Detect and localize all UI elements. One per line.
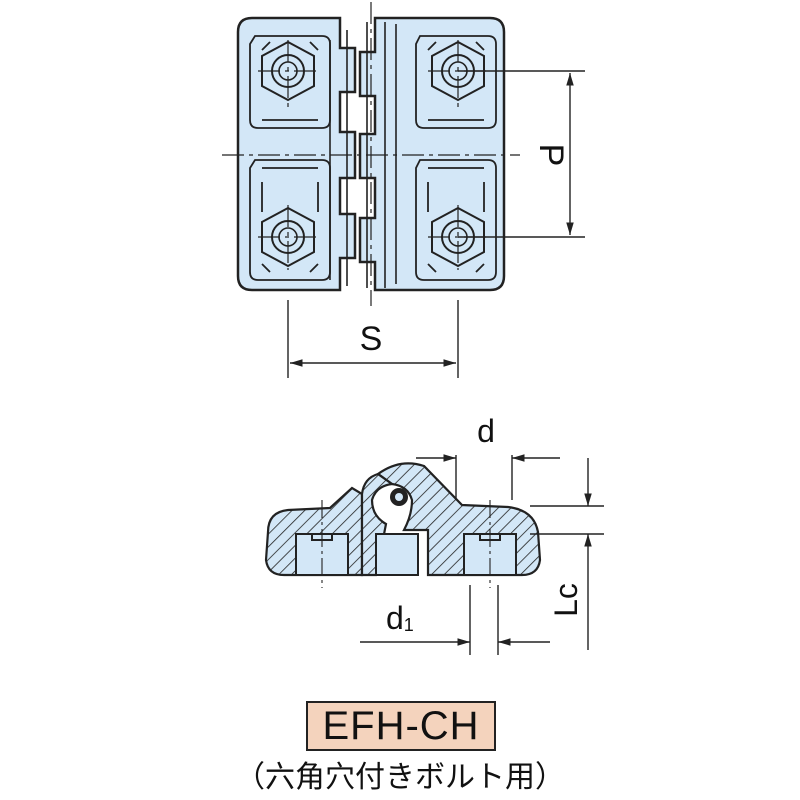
dimension-p <box>458 70 585 238</box>
right-pockets <box>415 35 497 281</box>
hinge-top-view: P S <box>222 2 585 378</box>
counterbore-pockets <box>295 533 517 576</box>
dimension-label-d1: d1 <box>386 600 414 636</box>
dimension-label-s: S <box>360 320 383 358</box>
dimension-lc <box>530 458 604 650</box>
dimension-s <box>287 300 459 378</box>
left-pockets <box>249 35 331 281</box>
dimension-label-p: P <box>532 144 570 167</box>
dimension-d <box>416 454 560 500</box>
hinge-section-view: d d1 Lc <box>264 413 604 655</box>
model-label: EFH-CH <box>306 701 496 751</box>
dimension-d1 <box>360 585 550 655</box>
dimension-label-lc: Lc <box>548 583 584 617</box>
section-knuckle <box>360 472 395 577</box>
caption-text: （六角穴付きボルト用） <box>235 760 565 795</box>
dimension-label-d: d <box>477 413 495 449</box>
hinge-pin <box>390 488 408 506</box>
